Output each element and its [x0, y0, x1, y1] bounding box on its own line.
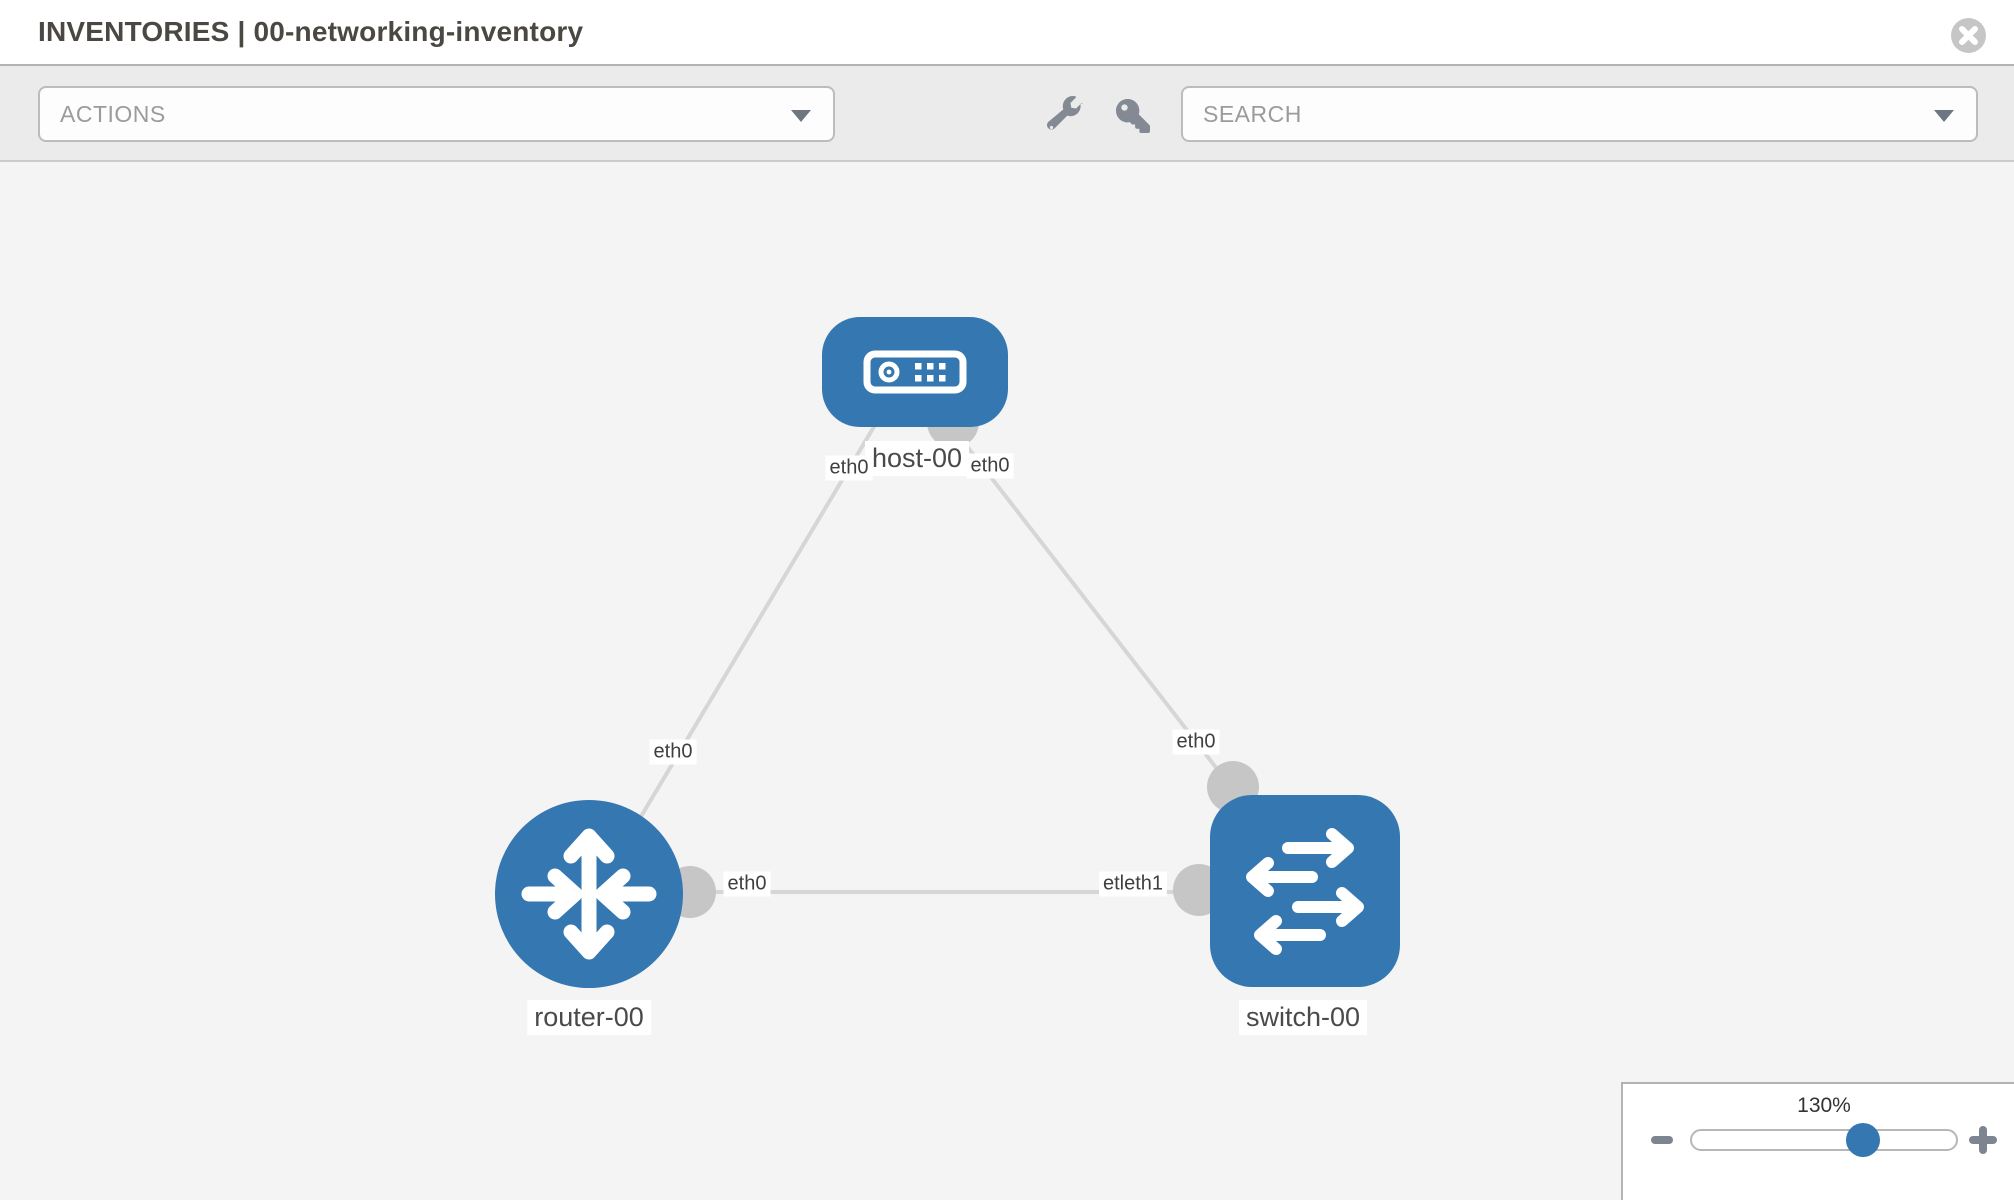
interface-label: etleth1 [1098, 871, 1168, 897]
wrench-icon[interactable] [1047, 96, 1083, 132]
interface-label: eth0 [966, 453, 1014, 479]
chevron-down-icon [1934, 110, 1954, 122]
search-placeholder: SEARCH [1203, 101, 1302, 127]
interface-label: eth0 [723, 871, 771, 897]
topology-canvas[interactable]: host-00 router-00 switch-00 eth0 eth0 et… [0, 160, 2014, 1200]
node-router-00[interactable] [495, 800, 683, 988]
zoom-level-label: 130% [1797, 1094, 1851, 1117]
actions-dropdown[interactable]: ACTIONS [38, 86, 835, 142]
interface-label: eth0 [1172, 729, 1220, 755]
zoom-in-plus-icon[interactable] [1969, 1126, 1997, 1154]
node-label-router-00: router-00 [527, 1000, 651, 1035]
node-host-00[interactable] [822, 317, 1008, 427]
node-label-switch-00: switch-00 [1238, 1000, 1368, 1035]
link-host-router[interactable] [613, 423, 877, 862]
interface-label: eth0 [649, 739, 697, 765]
host-icon [863, 350, 967, 394]
topology-edges [613, 396, 1259, 918]
zoom-slider-thumb[interactable] [1846, 1123, 1880, 1157]
zoom-slider-track[interactable] [1690, 1129, 1958, 1151]
node-switch-00[interactable] [1210, 795, 1400, 987]
key-icon[interactable] [1116, 99, 1150, 133]
chevron-down-icon [791, 110, 811, 122]
toolbar: ACTIONS SEARCH [0, 66, 2014, 162]
interface-label: eth0 [825, 455, 873, 481]
zoom-panel: 130% [1621, 1082, 2014, 1200]
inventory-header: INVENTORIES | 00-networking-inventory [0, 0, 2014, 66]
router-icon [521, 828, 657, 960]
close-x-glyph [1959, 26, 1978, 45]
zoom-out-minus-icon[interactable] [1651, 1136, 1673, 1144]
actions-dropdown-label: ACTIONS [60, 101, 166, 127]
close-icon[interactable] [1951, 18, 1986, 53]
node-label-host-00: host-00 [864, 441, 970, 476]
page-title: INVENTORIES | 00-networking-inventory [38, 16, 584, 47]
search-dropdown[interactable]: SEARCH [1181, 86, 1978, 142]
switch-icon [1246, 828, 1364, 955]
